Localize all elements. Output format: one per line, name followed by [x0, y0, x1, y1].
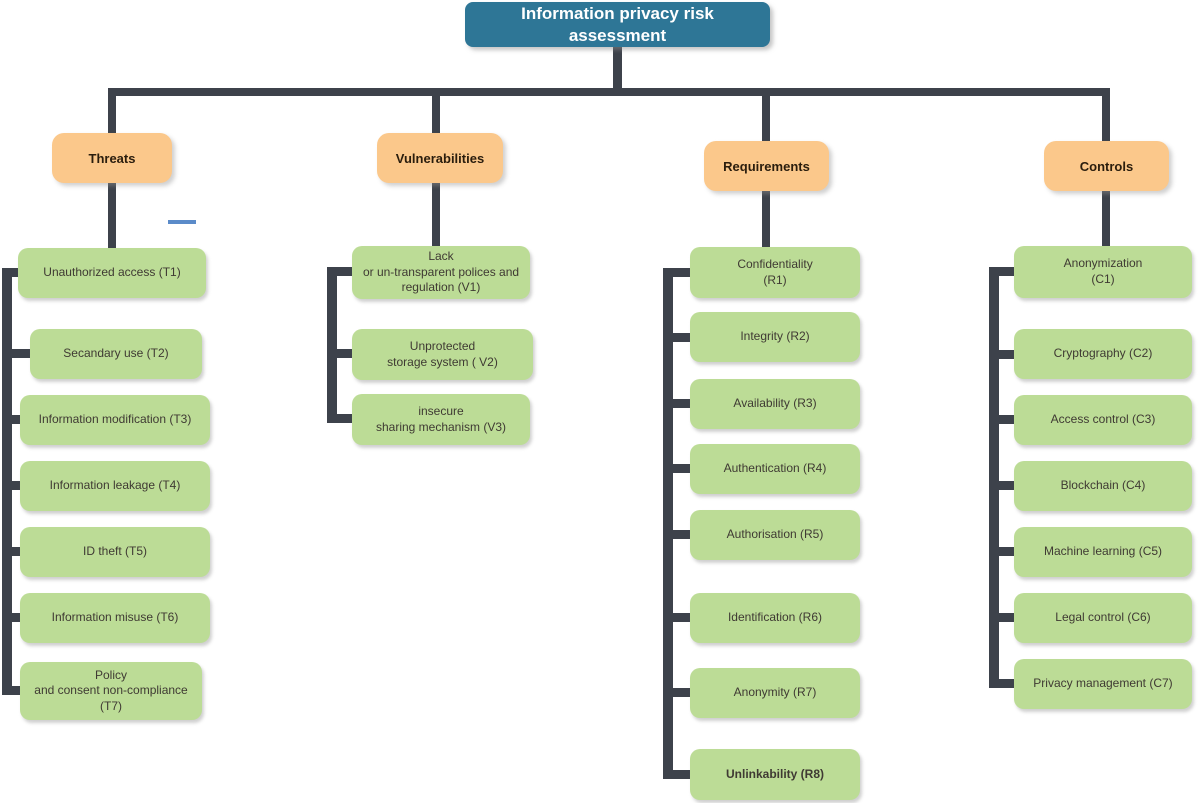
node-threat-t1: Unauthorized access (T1) [18, 248, 206, 298]
node-requirement-r1: Confidentiality (R1) [690, 247, 860, 298]
connector-vulnerabilities-stub-v3 [327, 414, 357, 423]
connector-vulnerabilities-spine [327, 267, 337, 423]
connector-controls-stub-c2 [989, 350, 1019, 359]
connector-threats-stub-t7 [2, 686, 30, 695]
node-threat-t2: Secandary use (T2) [30, 329, 202, 379]
connector-top-bar [108, 88, 1110, 96]
connector-vulnerabilities-stub-v1 [327, 267, 357, 276]
connector-requirements-stub-r3 [663, 399, 695, 408]
connector-threats-stub-t3 [2, 415, 30, 424]
node-control-c4: Blockchain (C4) [1014, 461, 1192, 511]
node-vulnerability-v3: insecure sharing mechanism (V3) [352, 394, 530, 445]
node-threat-t7: Policy and consent non-compliance (T7) [20, 662, 202, 720]
connector-threats-stub-t6 [2, 613, 30, 622]
node-requirement-r2: Integrity (R2) [690, 312, 860, 362]
node-control-c5: Machine learning (C5) [1014, 527, 1192, 577]
node-threat-t5: ID theft (T5) [20, 527, 210, 577]
node-vulnerability-v2: Unprotected storage system ( V2) [352, 329, 533, 380]
node-control-c7: Privacy management (C7) [1014, 659, 1192, 709]
category-requirements: Requirements [704, 141, 829, 191]
node-control-c2: Cryptography (C2) [1014, 329, 1192, 379]
connector-threats-stub-t1 [2, 268, 30, 277]
node-requirement-r8: Unlinkability (R8) [690, 749, 860, 800]
connector-controls-stub-c6 [989, 613, 1019, 622]
connector-requirements-stub-r5 [663, 530, 695, 539]
connector-controls-stub-c5 [989, 547, 1019, 556]
diagram-title: Information privacy risk assessment [465, 2, 770, 47]
connector-controls-stub-c7 [989, 679, 1019, 688]
node-requirement-r7: Anonymity (R7) [690, 668, 860, 718]
connector-requirements-stub-r1 [663, 268, 695, 277]
connector-requirements-stub-r4 [663, 464, 695, 473]
connector-requirements-stub-r6 [663, 613, 695, 622]
category-controls: Controls [1044, 141, 1169, 191]
connector-requirements-stub-r2 [663, 333, 695, 342]
connector-threats-stub-t4 [2, 481, 30, 490]
connector-requirements-stub-r7 [663, 688, 695, 697]
node-requirement-r4: Authentication (R4) [690, 444, 860, 494]
connector-vulnerabilities-stub-v2 [327, 349, 357, 358]
node-control-c6: Legal control (C6) [1014, 593, 1192, 643]
connector-requirements-spine [663, 268, 673, 779]
connector-requirements-stub-r8 [663, 770, 695, 779]
blue-dash-mark [168, 220, 196, 224]
connector-title-drop [613, 44, 622, 92]
node-requirement-r3: Availability (R3) [690, 379, 860, 429]
connector-controls-stub-c4 [989, 481, 1019, 490]
node-requirement-r6: Identification (R6) [690, 593, 860, 643]
category-vulnerabilities: Vulnerabilities [377, 133, 503, 183]
connector-threats-stub-t5 [2, 547, 30, 556]
node-control-c1: Anonymization (C1) [1014, 246, 1192, 298]
connector-threats-stub-t2 [2, 349, 40, 358]
node-vulnerability-v1: Lack or un-transparent polices and regul… [352, 246, 530, 299]
node-threat-t4: Information leakage (T4) [20, 461, 210, 511]
node-threat-t6: Information misuse (T6) [20, 593, 210, 643]
node-threat-t3: Information modification (T3) [20, 395, 210, 445]
node-control-c3: Access control (C3) [1014, 395, 1192, 445]
connector-controls-spine [989, 267, 999, 688]
connector-controls-stub-c1 [989, 267, 1019, 276]
category-threats: Threats [52, 133, 172, 183]
connector-controls-stub-c3 [989, 415, 1019, 424]
node-requirement-r5: Authorisation (R5) [690, 510, 860, 560]
